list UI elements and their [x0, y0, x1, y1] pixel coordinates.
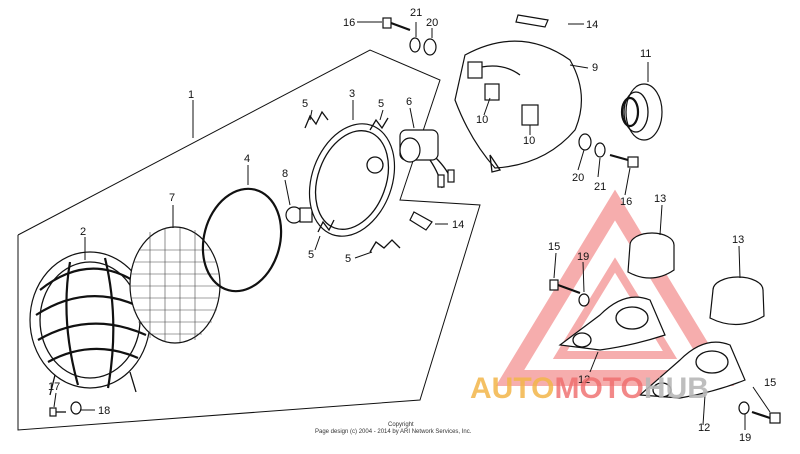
label-19a: 19: [577, 251, 589, 263]
label-21a: 21: [410, 7, 422, 19]
assembly-outline: [17, 49, 481, 431]
label-3: 3: [349, 88, 355, 100]
label-20b: 20: [572, 172, 584, 184]
label-10b: 10: [523, 135, 535, 147]
label-18: 18: [98, 405, 110, 417]
copyright-line2: Page design (c) 2004 - 2014 by ARI Netwo…: [315, 429, 472, 435]
label-16b: 16: [620, 196, 632, 208]
bolt-16-right: [609, 153, 639, 168]
label-15b: 15: [764, 377, 776, 389]
label-14b: 14: [452, 219, 464, 231]
part-labels: 1 2 3 4 5 5 5 5 6 7 8 9 10 10 11 12 12 1…: [48, 7, 776, 444]
spring-5a: [304, 110, 329, 129]
bracket-12b: [638, 341, 746, 399]
label-5a: 5: [302, 98, 308, 110]
label-13b: 13: [732, 234, 744, 246]
reflector-unit: [308, 123, 396, 237]
watermark-moto: MOTO: [554, 372, 643, 405]
label-17: 17: [48, 381, 60, 393]
screw-17: [49, 407, 66, 417]
label-13a: 13: [654, 193, 666, 205]
socket: [399, 129, 455, 189]
mount-rubber-13a: [627, 232, 675, 279]
washer-19-left: [578, 293, 590, 307]
label-5d: 5: [345, 253, 351, 265]
label-6: 6: [406, 96, 412, 108]
watermark-text: AUTOMOTOHUB: [470, 372, 709, 405]
grommet: [620, 83, 663, 141]
label-11: 11: [640, 48, 651, 60]
label-20a: 20: [426, 17, 438, 29]
label-9: 9: [592, 62, 598, 74]
bolt-15-left: [549, 279, 581, 295]
clip-14-top: [515, 14, 549, 28]
label-7: 7: [169, 192, 175, 204]
washer-19-right: [738, 401, 750, 415]
label-5b: 5: [378, 98, 384, 110]
label-4: 4: [244, 153, 250, 165]
label-1: 1: [188, 89, 194, 101]
label-12a: 12: [578, 374, 590, 386]
label-21b: 21: [594, 181, 606, 193]
headlight-lens: [129, 226, 221, 344]
spring-5b: [369, 117, 389, 131]
label-8: 8: [282, 168, 288, 180]
copyright-line1: Copyright: [388, 422, 414, 428]
leader-lines: [53, 21, 771, 430]
seal-ring: [201, 187, 283, 293]
label-16a: 16: [343, 17, 355, 29]
mount-rubber-13b: [709, 276, 765, 326]
watermark-hub: HUB: [644, 372, 709, 405]
label-5c: 5: [308, 249, 314, 261]
washer-18: [70, 401, 82, 415]
washer-21-right: [594, 142, 606, 158]
bolt-16-top: [382, 17, 411, 32]
label-19b: 19: [739, 432, 751, 444]
bolt-15-right: [751, 410, 781, 424]
clip-14-mid: [409, 211, 433, 231]
label-12b: 12: [698, 422, 710, 434]
label-10a: 10: [476, 114, 488, 126]
label-14a: 14: [586, 19, 598, 31]
spring-5d: [369, 239, 401, 253]
bracket-12a: [558, 296, 666, 351]
label-15a: 15: [548, 241, 560, 253]
headlight-case: [454, 40, 583, 173]
bulb: [285, 206, 313, 224]
washer-20-right: [578, 133, 592, 151]
washer-21-top: [409, 37, 421, 53]
watermark-auto: AUTO: [470, 372, 554, 405]
washer-20-top: [423, 38, 437, 56]
spring-5c: [317, 219, 335, 233]
label-2: 2: [80, 226, 86, 238]
